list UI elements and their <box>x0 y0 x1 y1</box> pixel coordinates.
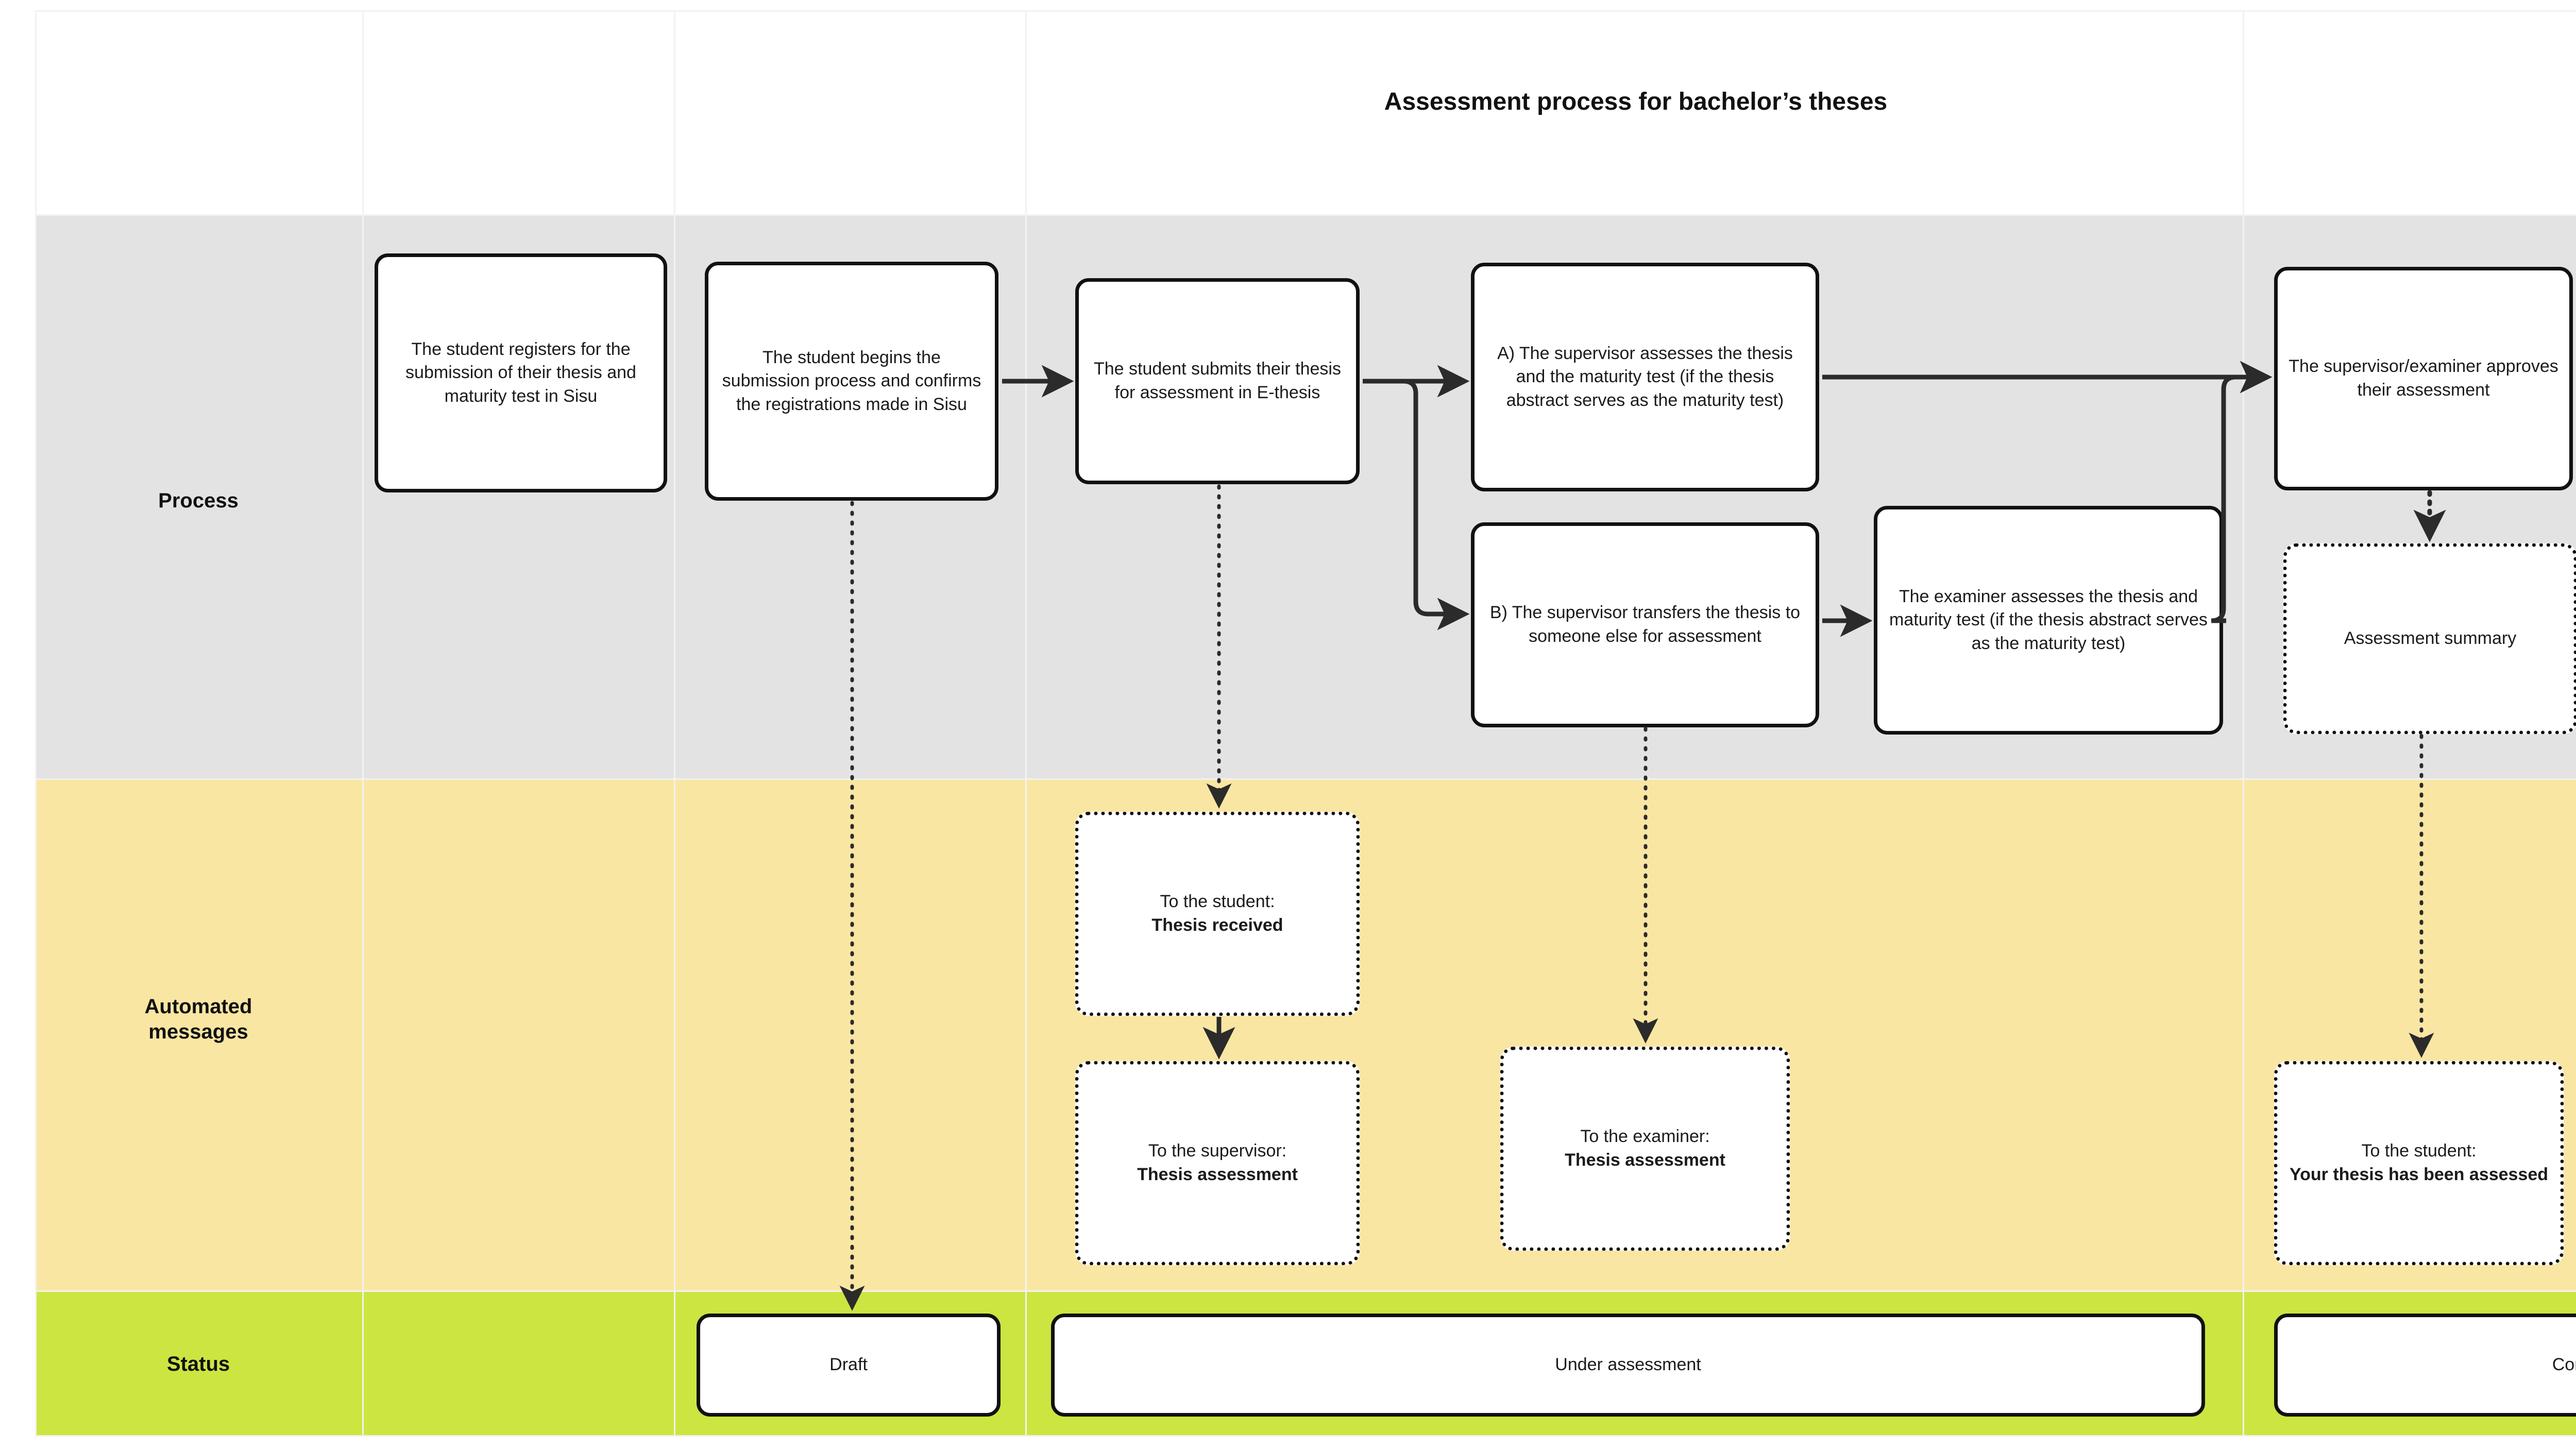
lane-divider-bottom <box>35 1435 2576 1437</box>
automated-node-to-student-thesis-assessed[interactable]: To the student: Your thesis has been ass… <box>2274 1061 2564 1265</box>
status-node-complete[interactable]: Complete <box>2274 1314 2576 1417</box>
process-node-supervisor-transfers[interactable]: B) The supervisor transfers the thesis t… <box>1471 522 1819 727</box>
column-divider-0 <box>35 10 37 1437</box>
automated-node-lead: To the examiner: <box>1580 1127 1710 1147</box>
automated-node-to-supervisor-thesis-assessment[interactable]: To the supervisor: Thesis assessment <box>1075 1061 1360 1265</box>
process-node-supervisor-assesses[interactable]: A) The supervisor assesses the thesis an… <box>1471 263 1819 491</box>
process-node-student-begins-submission[interactable]: The student begins the submission proces… <box>705 262 998 501</box>
process-node-examiner-assesses[interactable]: The examiner assesses the thesis and mat… <box>1874 506 2223 735</box>
column-divider-1 <box>362 10 364 1437</box>
automated-node-strong: Thesis received <box>1151 915 1283 935</box>
status-node-under-assessment[interactable]: Under assessment <box>1051 1314 2205 1417</box>
automated-node-strong: Thesis assessment <box>1565 1150 1725 1170</box>
status-node-draft[interactable]: Draft <box>697 1314 1001 1417</box>
lane-label-status: Status <box>166 1353 230 1375</box>
automated-node-lead: To the student: <box>1160 892 1275 912</box>
automated-node-to-examiner-thesis-assessment[interactable]: To the examiner: Thesis assessment <box>1500 1047 1790 1251</box>
automated-node-lead: To the student: <box>2361 1141 2477 1161</box>
lane-label-automated-line1: Automated <box>144 995 252 1018</box>
process-node-student-registers[interactable]: The student registers for the submission… <box>375 253 667 492</box>
header-band <box>35 10 2576 214</box>
column-divider-4 <box>2243 10 2244 1437</box>
automated-node-strong: Thesis assessment <box>1137 1165 1298 1184</box>
automated-node-strong: Your thesis has been assessed <box>2289 1165 2549 1184</box>
lane-label-automated-line2: messages <box>148 1020 248 1043</box>
automated-node-lead: To the supervisor: <box>1148 1141 1287 1161</box>
lane-divider-top <box>35 10 2576 12</box>
lane-divider-process-automated <box>35 778 2576 780</box>
lane-label-automated: Automated messages <box>36 994 361 1045</box>
process-node-approves-assessment[interactable]: The supervisor/examiner approves their a… <box>2274 267 2573 490</box>
lane-divider-header-process <box>35 214 2576 216</box>
lane-divider-automated-status <box>35 1290 2576 1292</box>
process-node-assessment-summary[interactable]: Assessment summary <box>2283 543 2576 734</box>
column-divider-2 <box>674 10 675 1437</box>
lane-label-process: Process <box>158 489 239 512</box>
column-divider-3 <box>1025 10 1027 1437</box>
automated-node-to-student-thesis-received[interactable]: To the student: Thesis received <box>1075 812 1360 1016</box>
page-title: Assessment process for bachelor’s theses <box>1384 88 1888 115</box>
process-node-student-submits-thesis[interactable]: The student submits their thesis for ass… <box>1075 278 1360 484</box>
